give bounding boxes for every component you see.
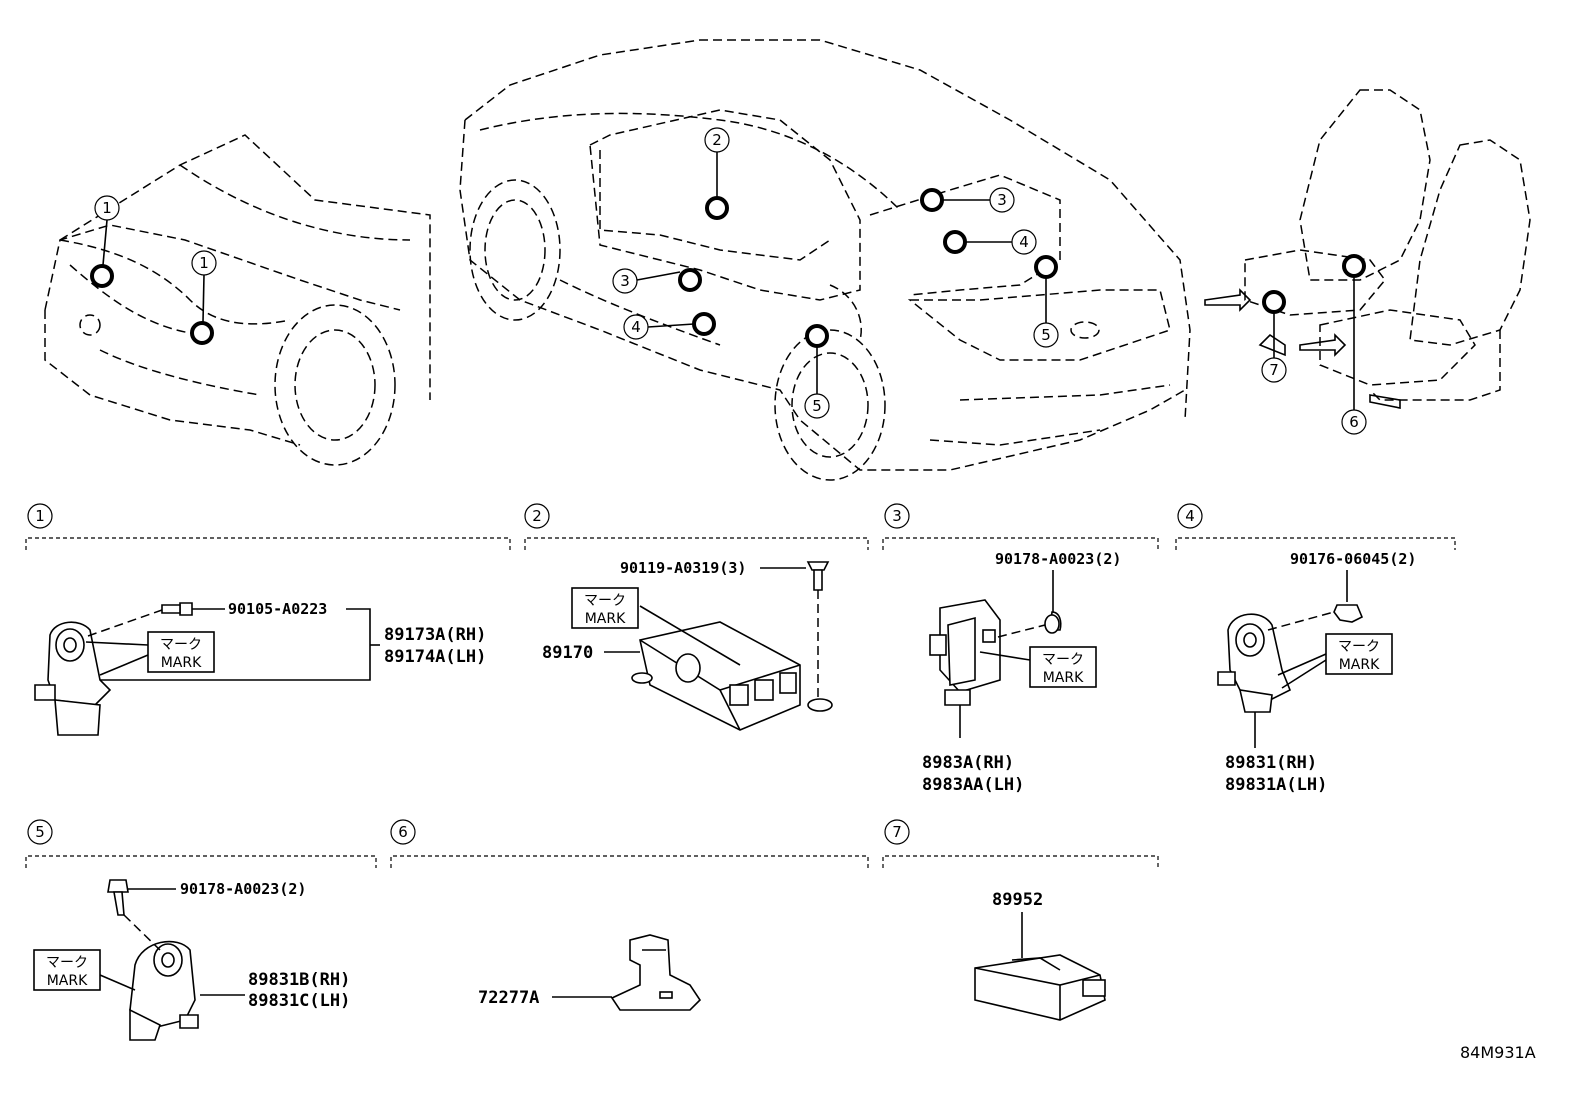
section-2-number: 2 [532,507,542,525]
figure-code: 84M931A [1460,1043,1536,1062]
mark-jp-s2: マーク [584,593,626,609]
section-3-illustration [929,570,1062,738]
s4-bolt-label: 90176-06045(2) [1290,550,1416,568]
s4-part-lh: 89831A(LH) [1225,775,1327,795]
section-6-number: 6 [398,823,408,841]
section-6-illustration [552,934,702,1011]
s4-part-rh: 89831(RH) [1225,753,1317,773]
rear-car-view [459,39,1191,481]
callout-3b: 3 [997,191,1007,209]
section-headers: 1 2 3 4 5 6 7 [27,503,1203,845]
mark-en-s5: MARK [47,973,88,989]
section-3-number: 3 [892,507,902,525]
mark-labels: マーク MARK マーク MARK マーク MARK マーク MARK マーク … [33,587,1393,991]
section-7-illustration [974,912,1106,1021]
mark-en-s3: MARK [1043,670,1084,686]
mark-en-s2: MARK [585,611,626,627]
section-1-number: 1 [35,507,45,525]
section-1-illustration [34,602,380,736]
s2-part: 89170 [542,643,593,663]
s1-part-rh: 89173A(RH) [384,625,486,645]
callout-6: 6 [1349,413,1359,431]
mark-jp-s3: マーク [1042,652,1084,668]
s7-part: 89952 [992,890,1043,910]
callouts-overview: 1 1 2 3 4 3 4 5 5 7 6 [94,127,1367,435]
s3-bolt-label: 90178-A0023(2) [995,550,1121,568]
seats-view [1204,89,1531,410]
s1-bolt-label: 90105-A0223 [228,600,327,618]
mark-jp-s1: マーク [160,637,202,653]
callout-5a: 5 [1041,326,1051,344]
callout-7: 7 [1269,361,1279,379]
callout-5b: 5 [812,397,822,415]
callout-2: 2 [712,131,722,149]
callout-1a: 1 [102,199,112,217]
s5-part-lh: 89831C(LH) [248,991,350,1011]
callout-4a: 4 [631,318,641,336]
s3-part-rh: 8983A(RH) [922,753,1014,773]
mark-jp-s4: マーク [1338,639,1380,655]
s6-part: 72277A [478,988,539,1008]
callout-3a: 3 [620,272,630,290]
s3-part-lh: 8983AA(LH) [922,775,1024,795]
section-2-illustration [604,561,833,731]
s5-bolt-label: 90178-A0023(2) [180,880,306,898]
section-5-illustration [99,879,245,1041]
front-car-view [44,134,431,466]
s1-part-lh: 89174A(LH) [384,647,486,667]
mark-en-s4: MARK [1339,657,1380,673]
callout-4b: 4 [1019,233,1029,251]
section-dividers [25,537,1456,868]
section-5-number: 5 [35,823,45,841]
mark-jp-s5: マーク [46,955,88,971]
s2-bolt-label: 90119-A0319(3) [620,559,746,577]
section-4-number: 4 [1185,507,1195,525]
section-4-illustration [1217,570,1364,748]
section-7-number: 7 [892,823,902,841]
mark-en-s1: MARK [161,655,202,671]
s5-part-rh: 89831B(RH) [248,970,350,990]
callout-1b: 1 [199,254,209,272]
part-number-labels: 90105-A0223 89173A(RH) 89174A(LH) 90119-… [180,550,1536,1062]
